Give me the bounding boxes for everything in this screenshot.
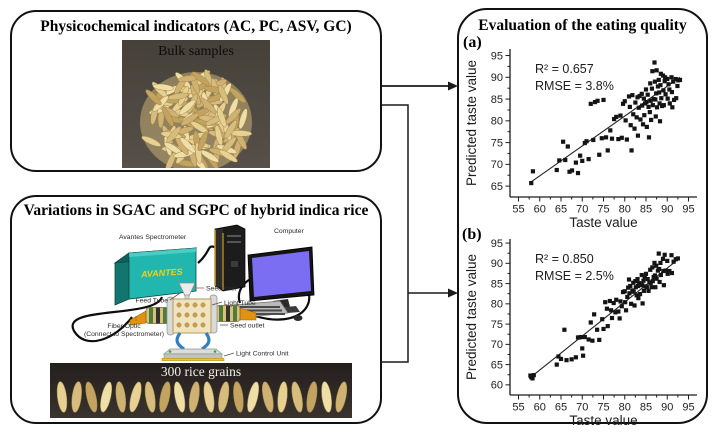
apparatus-labels: Seed inlet Feed Tube Light Tube Fiber Op… bbox=[84, 286, 289, 358]
svg-text:80: 80 bbox=[491, 299, 503, 311]
svg-text:85: 85 bbox=[640, 204, 652, 216]
seed-inlet-label: Seed inlet bbox=[206, 286, 236, 293]
panel-physicochemical-title: Physicochemical indicators (AC, PC, ASV,… bbox=[40, 18, 352, 35]
svg-text:65: 65 bbox=[491, 181, 503, 193]
bulk-rice-pile-illustration bbox=[140, 69, 252, 168]
light-tube-drum-illustration bbox=[166, 294, 218, 336]
subplot-b-label: (b) bbox=[462, 226, 482, 243]
svg-text:60: 60 bbox=[534, 204, 546, 216]
computer-tower-illustration: Computer bbox=[214, 224, 305, 292]
bulk-samples-photo: Bulk samples bbox=[122, 40, 270, 168]
svg-text:65: 65 bbox=[555, 204, 567, 216]
svg-text:95: 95 bbox=[491, 50, 503, 62]
svg-text:RMSE = 2.5%: RMSE = 2.5% bbox=[535, 269, 614, 283]
svg-text:RMSE = 3.8%: RMSE = 3.8% bbox=[535, 79, 614, 93]
seed-outlet-label: Seed outlet bbox=[230, 323, 265, 330]
computer-label: Computer bbox=[274, 228, 305, 235]
svg-text:70: 70 bbox=[491, 159, 503, 171]
panel-variations-title: Variations in SGAC and SGPC of hybrid in… bbox=[23, 202, 369, 219]
panel-evaluation: Evaluation of the eating quality (a) 55 6… bbox=[457, 8, 708, 428]
fiber-optic-label: Fiber Optic bbox=[107, 323, 141, 330]
svg-text:55: 55 bbox=[512, 402, 524, 414]
spectrometer-label: Avantes Spectrometer bbox=[119, 234, 187, 241]
svg-text:75: 75 bbox=[491, 319, 503, 331]
svg-text:R² = 0.850: R² = 0.850 bbox=[535, 252, 594, 266]
svg-text:65: 65 bbox=[555, 402, 567, 414]
scatter-chart-a: 55 60 65 70 75 80 85 90 95 65 70 75 80 85 90 95 R² = 0.6… bbox=[464, 42, 706, 235]
svg-text:80: 80 bbox=[491, 116, 503, 128]
svg-text:85: 85 bbox=[491, 94, 503, 106]
svg-text:90: 90 bbox=[491, 72, 503, 84]
rice-row bbox=[56, 381, 348, 413]
feed-tube-label: Feed Tube bbox=[136, 298, 169, 305]
x-axis-label: Taste value bbox=[569, 215, 637, 230]
svg-text:85: 85 bbox=[640, 402, 652, 414]
svg-text:R² = 0.657: R² = 0.657 bbox=[535, 62, 594, 76]
svg-text:95: 95 bbox=[682, 204, 694, 216]
light-control-unit-illustration bbox=[161, 332, 225, 361]
svg-text:70: 70 bbox=[576, 402, 588, 414]
x-axis-label: Taste value bbox=[569, 413, 637, 428]
tick-marks bbox=[505, 242, 689, 400]
panel-physicochemical: Physicochemical indicators (AC, PC, ASV,… bbox=[10, 10, 382, 172]
svg-text:75: 75 bbox=[597, 204, 609, 216]
scatter-points bbox=[528, 251, 680, 381]
svg-text:70: 70 bbox=[491, 339, 503, 351]
computer-mouse-illustration bbox=[293, 315, 303, 321]
seed-inlet-funnel-illustration bbox=[178, 282, 196, 301]
tick-marks bbox=[505, 55, 689, 202]
svg-text:75: 75 bbox=[597, 402, 609, 414]
svg-text:90: 90 bbox=[491, 258, 503, 270]
chart-svg: 55 60 65 70 75 80 85 90 95 60 65 70 75 80 85 90 95 R² = 0… bbox=[464, 238, 697, 428]
light-control-unit-label: Light Control Unit bbox=[236, 351, 289, 358]
subplot-a-label: (a) bbox=[463, 34, 482, 51]
apparatus-illustration: AVANTES Avantes Spectrometer Computer bbox=[71, 224, 315, 361]
rice-grains-strip-photo: 300 rice grains bbox=[50, 363, 352, 418]
svg-text:80: 80 bbox=[619, 402, 631, 414]
fiber-connector-left-illustration bbox=[129, 307, 171, 326]
svg-text:60: 60 bbox=[534, 402, 546, 414]
svg-text:95: 95 bbox=[491, 238, 503, 250]
bulk-samples-caption: Bulk samples bbox=[158, 44, 234, 59]
svg-text:90: 90 bbox=[661, 402, 673, 414]
fiber-optic-sublabel: (Connect to Spectrometer) bbox=[84, 331, 164, 338]
scatter-chart-b: 55 60 65 70 75 80 85 90 95 60 65 70 75 80 85 90 95 R² = 0… bbox=[464, 232, 706, 432]
fiber-connector-right-illustration bbox=[215, 305, 257, 322]
svg-text:95: 95 bbox=[682, 402, 694, 414]
rice-grains-row-illustration bbox=[56, 381, 348, 413]
y-axis-label: Predicted taste value bbox=[464, 254, 479, 380]
svg-text:75: 75 bbox=[491, 137, 503, 149]
scatter-points bbox=[529, 60, 683, 186]
svg-text:70: 70 bbox=[576, 204, 588, 216]
svg-text:65: 65 bbox=[491, 359, 503, 371]
bracket-connector bbox=[380, 104, 409, 363]
tick-labels: 55 60 65 70 75 80 85 90 95 65 70 75 80 85 90 95 bbox=[491, 50, 695, 215]
y-axis-label: Predicted taste value bbox=[464, 60, 479, 186]
svg-text:85: 85 bbox=[491, 278, 503, 290]
svg-text:60: 60 bbox=[491, 380, 503, 392]
chart-svg: 55 60 65 70 75 80 85 90 95 65 70 75 80 85 90 95 R² = 0.6… bbox=[464, 49, 697, 230]
svg-text:55: 55 bbox=[512, 204, 524, 216]
svg-text:90: 90 bbox=[661, 204, 673, 216]
spectrometer-brand-label: AVANTES bbox=[140, 267, 183, 280]
svg-text:80: 80 bbox=[619, 204, 631, 216]
tick-labels: 55 60 65 70 75 80 85 90 95 60 65 70 75 80 85 90 95 bbox=[491, 238, 695, 414]
light-tube-label: Light Tube bbox=[224, 300, 256, 307]
panel-variations: Variations in SGAC and SGPC of hybrid in… bbox=[10, 195, 382, 424]
panel-evaluation-title: Evaluation of the eating quality bbox=[478, 17, 687, 34]
rice-grains-caption: 300 rice grains bbox=[160, 364, 242, 379]
rice-pile bbox=[140, 69, 252, 168]
spectrometer-illustration: AVANTES Avantes Spectrometer bbox=[113, 234, 198, 306]
